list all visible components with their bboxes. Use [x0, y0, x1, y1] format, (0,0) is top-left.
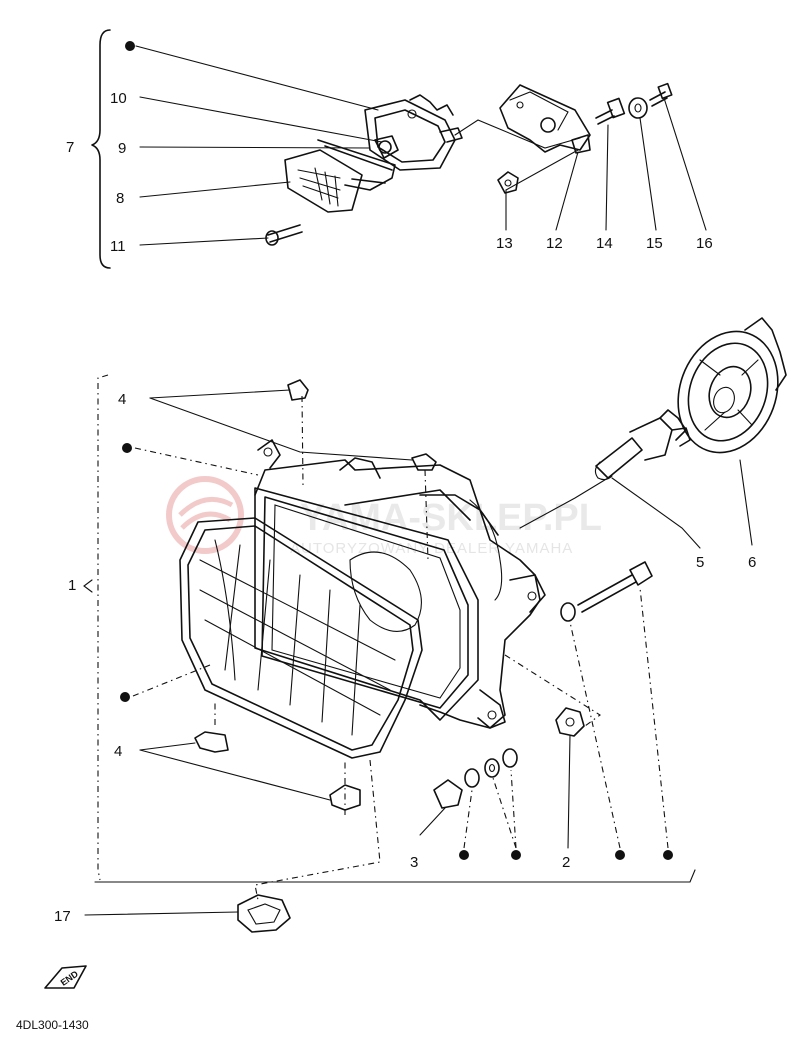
- callout-1: 1: [68, 577, 76, 594]
- screw-11: [265, 224, 303, 246]
- bulb-5: [594, 409, 691, 481]
- group-7-brackets: [91, 29, 111, 269]
- bulb-9: [374, 135, 399, 159]
- callout-4-lower: 4: [114, 743, 122, 760]
- callout-12: 12: [546, 235, 563, 252]
- callout-11: 11: [110, 238, 126, 255]
- callout-8: 8: [116, 190, 124, 207]
- callout-9: 9: [118, 140, 126, 157]
- watermark-brand: YAMA-SKLEP.PL: [300, 497, 602, 539]
- watermark-logo-icon: [166, 476, 244, 554]
- nut-2: [555, 707, 585, 737]
- end-mark-text: END: [59, 968, 81, 987]
- bullet-icon: [122, 443, 132, 453]
- headlight-lens: [179, 517, 423, 759]
- flasher-lens-8: [284, 149, 363, 213]
- callout-17: 17: [54, 908, 71, 925]
- bracket-12: [499, 84, 591, 154]
- clip-4-bottom: [194, 731, 361, 811]
- callout-10: 10: [110, 90, 127, 107]
- callout-5: 5: [696, 554, 704, 571]
- bullet-icon: [459, 850, 469, 860]
- callout-3: 3: [410, 854, 418, 871]
- bullet-icon: [125, 41, 135, 51]
- bolt-14: [595, 97, 626, 125]
- washer-15: [628, 97, 648, 119]
- callout-4-upper: 4: [118, 391, 126, 408]
- bullet-icon: [663, 850, 673, 860]
- end-mark: END: [44, 965, 87, 989]
- headlight-housing: [254, 439, 546, 729]
- callout-14: 14: [596, 235, 613, 252]
- top-leaders: [125, 41, 707, 246]
- nut-13: [497, 171, 519, 194]
- callout-13: 13: [496, 235, 513, 252]
- watermark-tagline: AUTORYZOWANY DEALER YAMAHA: [290, 540, 573, 557]
- adjuster-bolt: [560, 561, 653, 622]
- bottom-leaders: [84, 389, 753, 916]
- end-arrow-icon: [44, 965, 87, 989]
- flasher-housing: [364, 94, 463, 171]
- diagram-code: 4DL300-1430: [16, 1018, 89, 1032]
- bullet-icon: [511, 850, 521, 860]
- screw-16: [649, 82, 673, 107]
- callout-6: 6: [748, 554, 756, 571]
- small-parts-3: [433, 748, 518, 809]
- callout-2: 2: [562, 854, 570, 871]
- group-1-brackets: [94, 374, 696, 883]
- clip-4-top: [287, 379, 437, 471]
- bullet-icon: [615, 850, 625, 860]
- callout-16: 16: [696, 235, 713, 252]
- gasket-loop: [317, 139, 396, 191]
- callout-15: 15: [646, 235, 663, 252]
- callout-7: 7: [66, 139, 74, 156]
- dust-cover-6: [677, 317, 787, 454]
- watermark: YAMA-SKLEP.PL AUTORYZOWANY DEALER YAMAHA: [166, 476, 602, 557]
- bullet-icon: [120, 692, 130, 702]
- bracket-arrow-icon: [83, 579, 93, 593]
- grommet-17: [237, 894, 291, 933]
